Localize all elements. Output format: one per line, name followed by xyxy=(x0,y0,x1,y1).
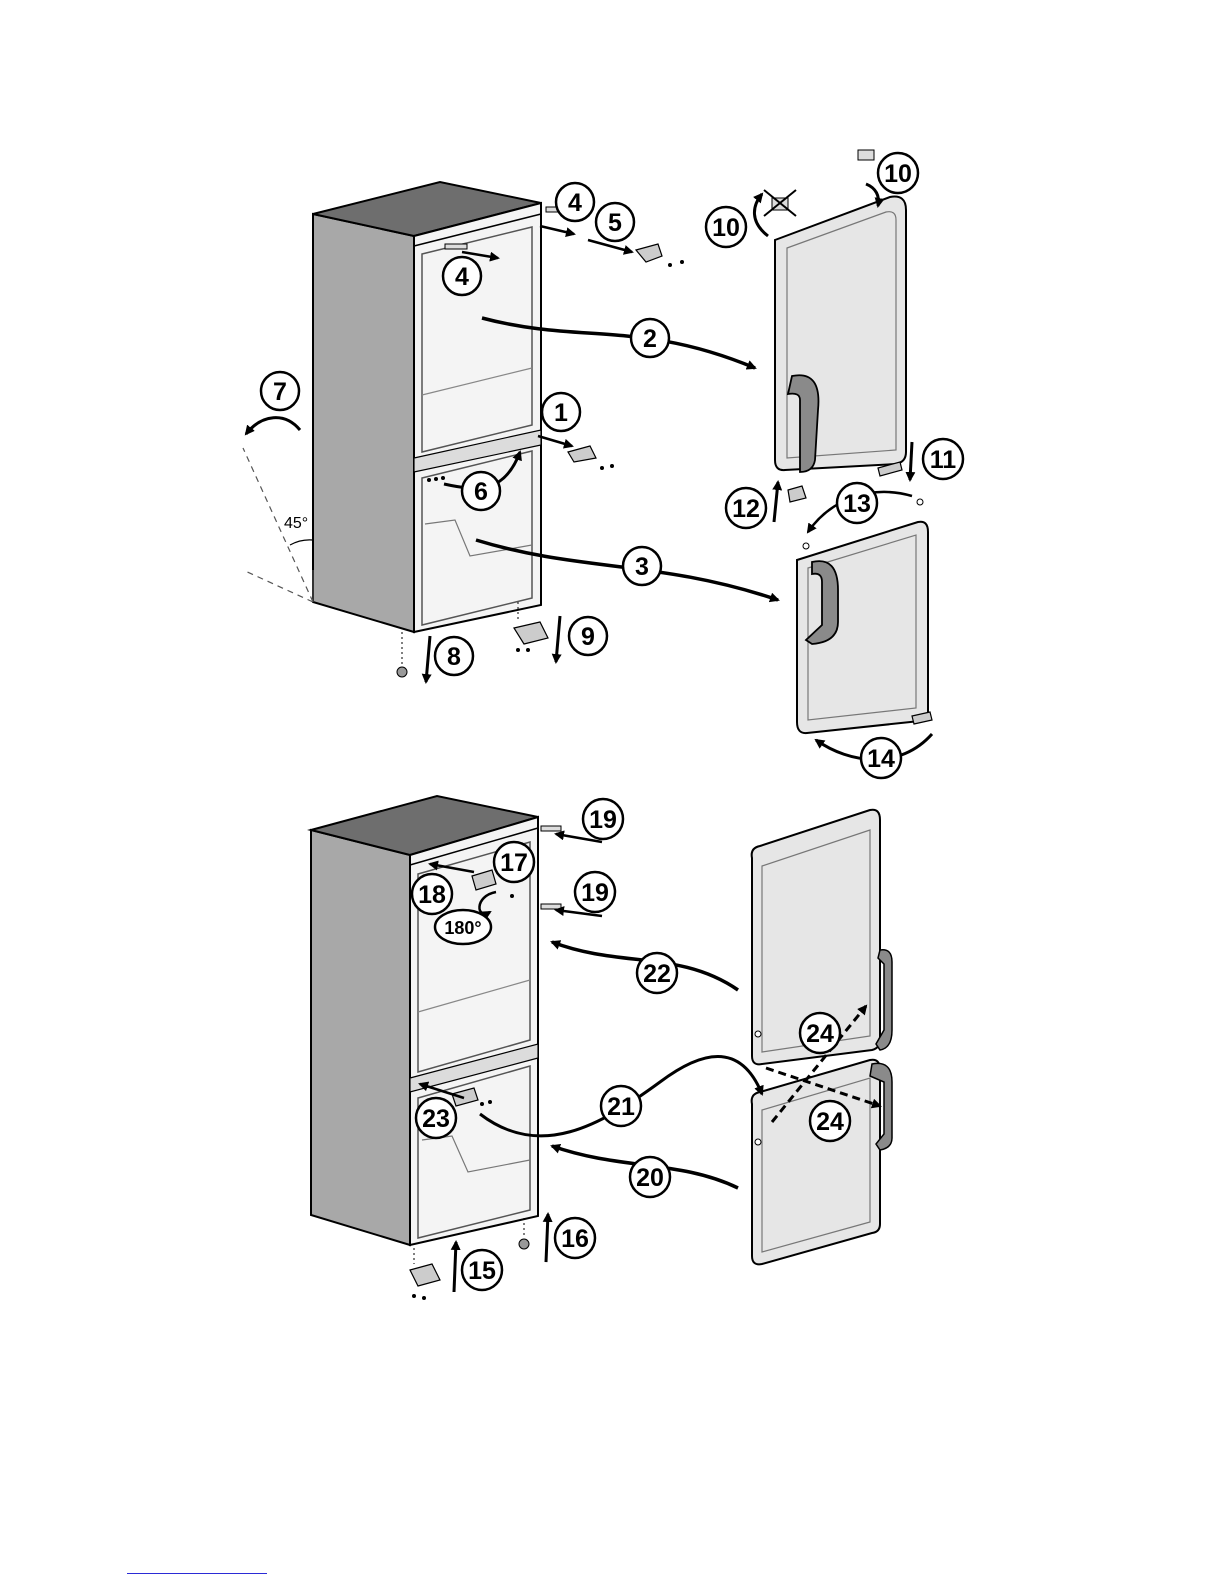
svg-text:6: 6 xyxy=(474,478,488,506)
step-badge-8: 8 xyxy=(435,637,473,675)
svg-text:11: 11 xyxy=(930,446,957,474)
svg-text:180°: 180° xyxy=(444,918,481,938)
step-badge-21: 21 xyxy=(601,1086,641,1126)
svg-text:17: 17 xyxy=(500,849,528,877)
step-badge-22: 22 xyxy=(637,953,677,993)
step-badge-14: 14 xyxy=(861,738,901,778)
svg-text:24: 24 xyxy=(816,1108,844,1136)
step-badge-18: 18 xyxy=(412,874,452,914)
svg-text:8: 8 xyxy=(447,643,461,671)
step-badge-4-b: 4 xyxy=(443,257,481,295)
step-badge-24-a: 24 xyxy=(800,1013,840,1053)
fridge-door-upper xyxy=(775,197,906,472)
step-badge-23: 23 xyxy=(416,1098,456,1138)
svg-text:16: 16 xyxy=(561,1225,589,1253)
svg-text:5: 5 xyxy=(608,209,622,237)
step-badge-5: 5 xyxy=(596,203,634,241)
rotation-badge: 180° xyxy=(435,910,491,944)
step-badge-1: 1 xyxy=(542,393,580,431)
step-badge-13: 13 xyxy=(837,483,877,523)
step-badge-10-a: 10 xyxy=(878,153,918,193)
step-badge-11: 11 xyxy=(923,439,963,479)
svg-text:24: 24 xyxy=(806,1020,834,1048)
svg-text:1: 1 xyxy=(554,399,568,427)
svg-text:4: 4 xyxy=(568,189,582,217)
step-badge-7: 7 xyxy=(261,372,299,410)
step-badge-9: 9 xyxy=(569,617,607,655)
svg-text:10: 10 xyxy=(884,160,912,188)
svg-text:15: 15 xyxy=(468,1257,496,1285)
step-badge-19-a: 19 xyxy=(583,799,623,839)
svg-text:19: 19 xyxy=(589,806,617,834)
step-badge-20: 20 xyxy=(630,1157,670,1197)
step-badge-10-b: 10 xyxy=(706,207,746,247)
svg-text:13: 13 xyxy=(843,490,871,518)
svg-text:22: 22 xyxy=(643,960,671,988)
step-badge-16: 16 xyxy=(555,1218,595,1258)
svg-text:18: 18 xyxy=(418,881,446,909)
step-badge-3: 3 xyxy=(623,547,661,585)
footer-link-underline xyxy=(127,1573,267,1574)
top-disassembly-view: 45° xyxy=(243,150,932,760)
freezer-door-upper-section xyxy=(797,522,928,733)
step-badge-6: 6 xyxy=(462,472,500,510)
svg-text:10: 10 xyxy=(712,214,740,242)
svg-text:20: 20 xyxy=(636,1164,664,1192)
tilt-angle-sketch: 45° xyxy=(243,418,313,602)
step-badge-15: 15 xyxy=(462,1250,502,1290)
svg-text:9: 9 xyxy=(581,623,595,651)
fridge-cabinet-top xyxy=(313,182,541,632)
step-badge-24-b: 24 xyxy=(810,1101,850,1141)
step-badge-2: 2 xyxy=(631,319,669,357)
svg-text:21: 21 xyxy=(607,1093,635,1121)
svg-text:23: 23 xyxy=(422,1105,450,1133)
bottom-reassembly-view xyxy=(311,796,892,1300)
svg-text:19: 19 xyxy=(581,879,609,907)
svg-text:7: 7 xyxy=(273,378,287,406)
step-badge-17: 17 xyxy=(494,842,534,882)
step-badge-12: 12 xyxy=(726,488,766,528)
svg-text:12: 12 xyxy=(732,495,760,523)
step-badge-19-b: 19 xyxy=(575,872,615,912)
svg-text:2: 2 xyxy=(643,325,657,353)
svg-text:3: 3 xyxy=(635,553,649,581)
angle-label: 45° xyxy=(284,515,308,532)
step-badge-4-a: 4 xyxy=(556,183,594,221)
freezer-door-lower-view xyxy=(752,1060,892,1265)
svg-text:14: 14 xyxy=(867,745,895,773)
svg-text:4: 4 xyxy=(455,263,469,291)
